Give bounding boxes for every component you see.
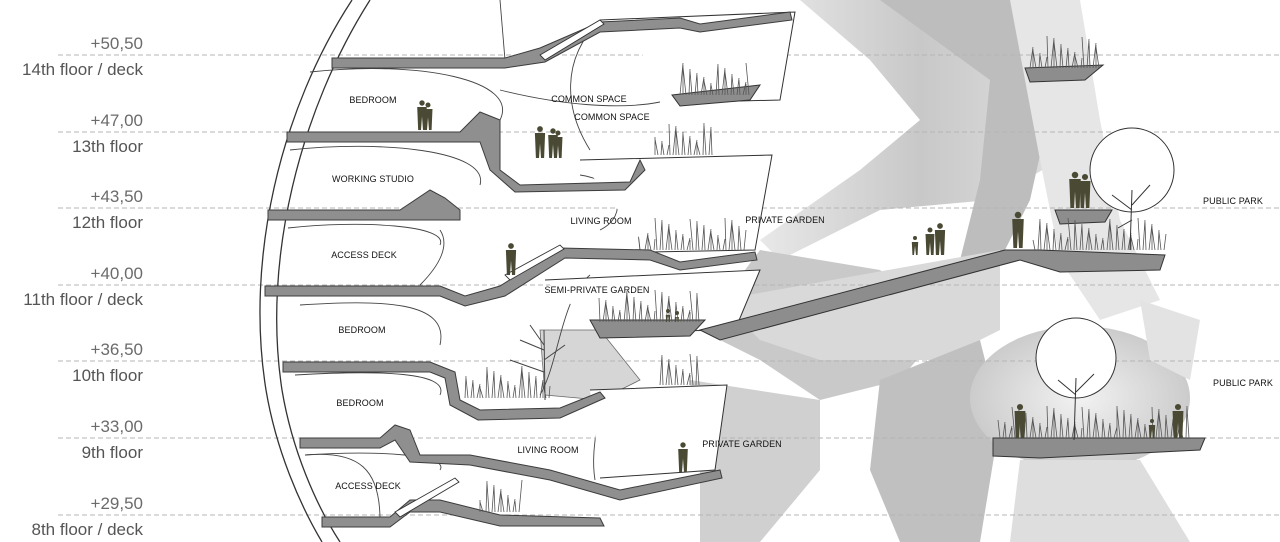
grass-clumps	[464, 35, 1190, 513]
trees	[509, 127, 1175, 441]
room-label-public-park-upper: PUBLIC PARK	[1203, 196, 1263, 206]
person-figure	[1172, 403, 1184, 438]
room-label-private-garden-12: PRIVATE GARDEN	[745, 215, 825, 225]
floor-slab	[331, 11, 793, 69]
floor-slabs	[264, 11, 793, 528]
room-label-access-deck-8: ACCESS DECK	[335, 481, 401, 491]
level-floor-name: 14th floor / deck	[22, 60, 143, 79]
person-figure	[1148, 419, 1156, 438]
grass-clump	[659, 353, 700, 386]
grass-clump	[464, 365, 551, 399]
grass-clump	[479, 479, 523, 513]
room-volumes	[544, 11, 796, 479]
room-label-private-garden-8: PRIVATE GARDEN	[702, 439, 782, 449]
room-label-semi-private-garden: SEMI-PRIVATE GARDEN	[544, 285, 650, 295]
level-elevation: +43,50	[90, 187, 143, 206]
person-figure	[1069, 171, 1081, 208]
grass-clump	[644, 217, 747, 251]
grass-clump	[679, 62, 750, 96]
person-figure	[505, 243, 517, 275]
level-elevation: +36,50	[90, 340, 143, 359]
person-figure	[911, 236, 919, 255]
room-label-common-space-a: COMMON SPACE	[551, 94, 627, 104]
grass-clump	[1032, 217, 1167, 251]
person-figure	[925, 227, 935, 255]
floor-slab	[299, 424, 723, 501]
level-floor-name: 13th floor	[72, 137, 143, 156]
level-elevation: +47,00	[90, 111, 143, 130]
level-elevation: +40,00	[90, 264, 143, 283]
person-figure	[1012, 211, 1024, 248]
room-label-access-deck-11: ACCESS DECK	[331, 250, 397, 260]
people-figures	[417, 100, 1184, 472]
person-figure	[423, 102, 433, 130]
floor-slab	[282, 361, 606, 421]
level-floor-name: 8th floor / deck	[31, 520, 143, 539]
person-figure	[678, 442, 688, 472]
level-floor-name: 10th floor	[72, 366, 143, 385]
floor-slab	[321, 499, 605, 528]
facade	[259, 0, 371, 542]
level-elevation: +50,50	[90, 34, 143, 53]
room-label-bedroom-10: BEDROOM	[338, 325, 386, 335]
floor-slab	[286, 111, 646, 193]
grass-clump	[997, 405, 1190, 439]
person-figure	[534, 126, 546, 158]
park-walkway	[698, 249, 1166, 341]
person-figure	[675, 311, 679, 322]
person-figure	[934, 223, 946, 255]
level-elevation: +33,00	[90, 417, 143, 436]
room-label-bedroom-9: BEDROOM	[336, 398, 384, 408]
level-floor-name: 9th floor	[81, 443, 143, 462]
floor-slab	[264, 247, 758, 307]
room-label-working-studio: WORKING STUDIO	[332, 174, 414, 184]
grass-clump	[1029, 35, 1100, 69]
planters	[589, 64, 1206, 459]
stairs	[394, 19, 605, 518]
room-label-living-room-12: LIVING ROOM	[570, 216, 632, 226]
room-label-public-park-lower: PUBLIC PARK	[1213, 378, 1273, 388]
level-elevation: +29,50	[90, 494, 143, 513]
room-label-bedroom-13: BEDROOM	[349, 95, 397, 105]
room-label-living-room-8: LIVING ROOM	[517, 445, 579, 455]
level-floor-name: 11th floor / deck	[23, 290, 143, 309]
person-figure	[665, 309, 671, 322]
person-figure	[1014, 403, 1026, 438]
floor-slab	[267, 189, 461, 221]
person-figure	[553, 130, 563, 158]
level-floor-name: 12th floor	[72, 213, 143, 232]
room-label-common-space-b: COMMON SPACE	[574, 112, 650, 122]
person-figure	[1079, 173, 1091, 208]
grass-clump	[654, 122, 713, 156]
